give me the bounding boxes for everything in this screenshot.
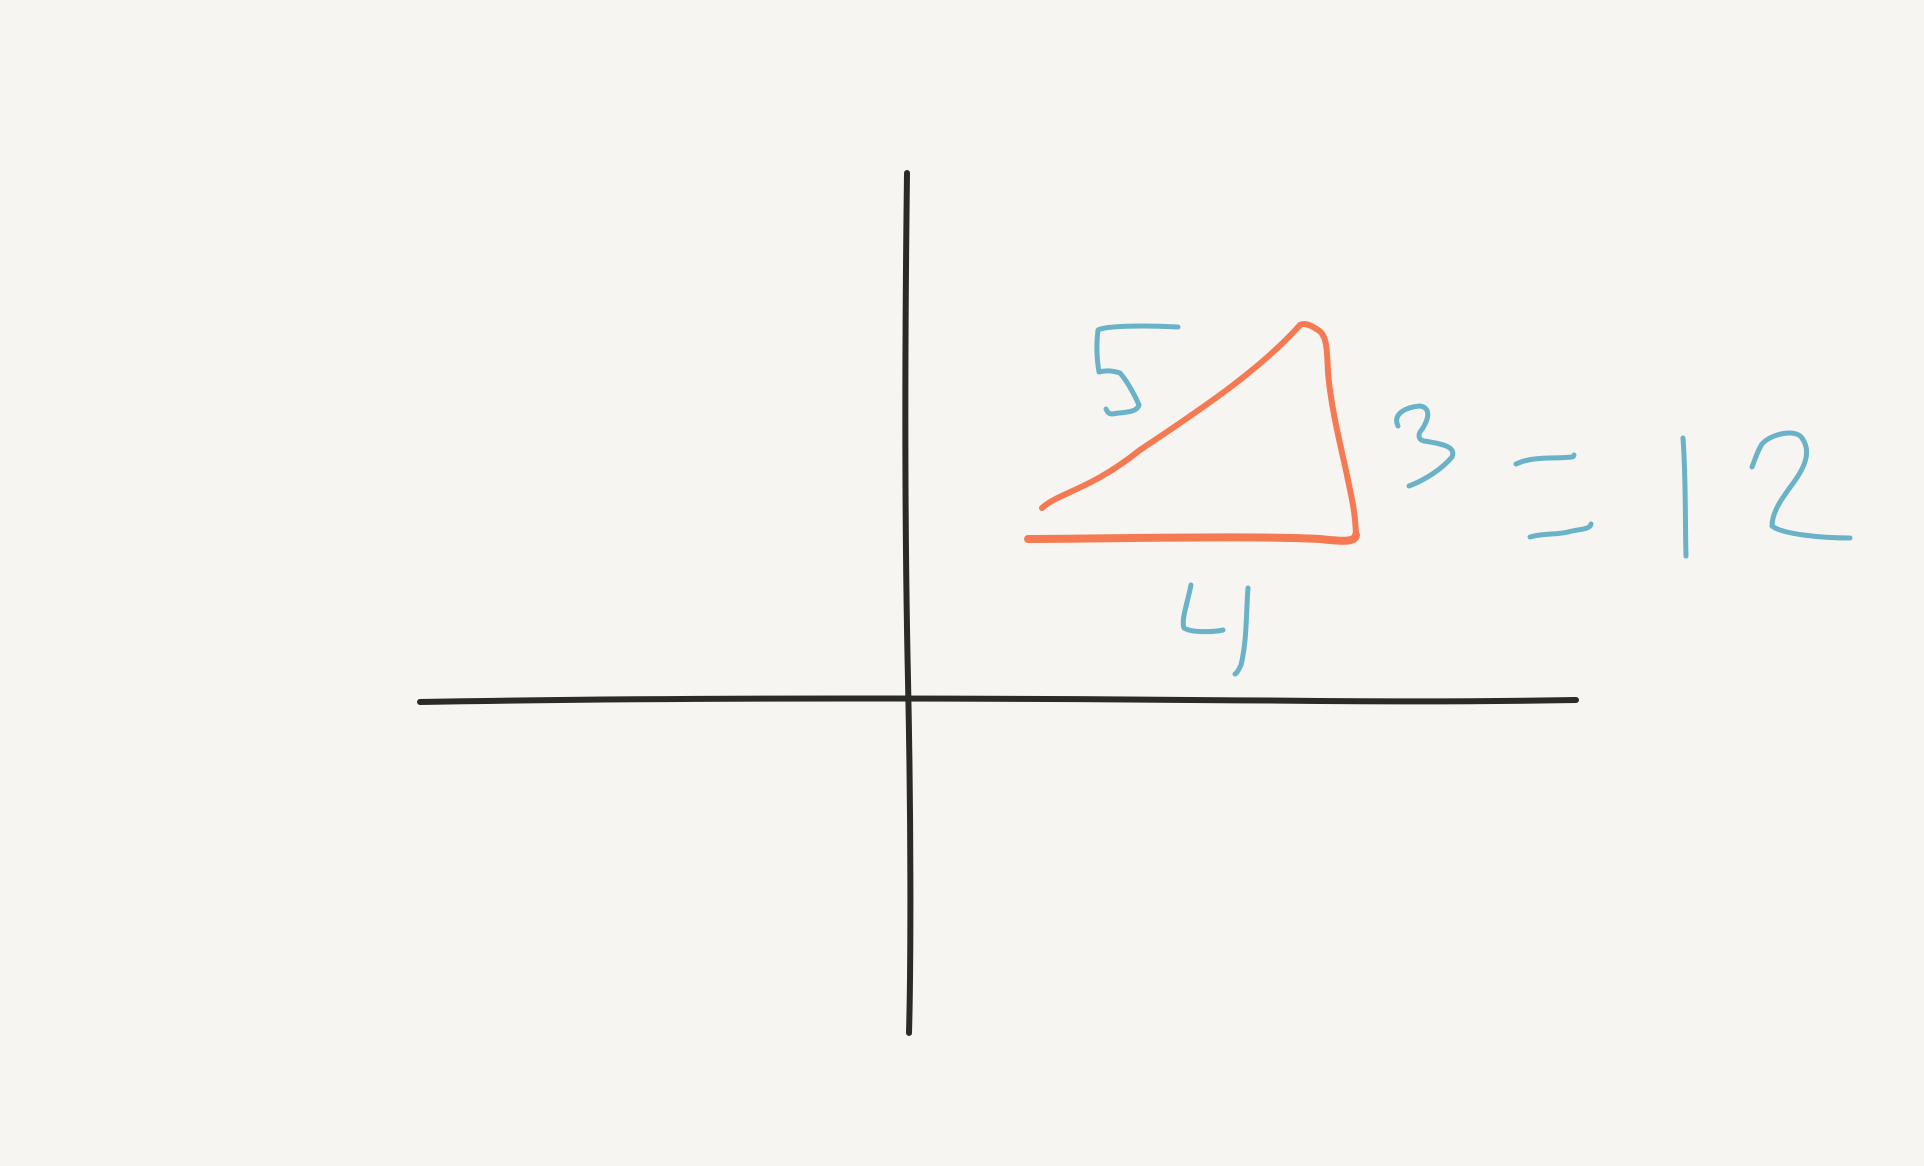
digit-2 [1749, 430, 1853, 541]
digit-3 [1394, 403, 1456, 489]
digit-4-stroke-2 [1232, 585, 1251, 677]
triangle-vertical-side [1297, 320, 1359, 538]
triangle-labels: 5 3 4 [1094, 323, 1456, 677]
equation: = 12 [1513, 430, 1853, 559]
triangle-hypotenuse [1039, 322, 1303, 511]
digit-4-stroke-1 [1180, 582, 1226, 635]
equation-result: 12 [1680, 430, 1853, 559]
equals-sign: = [1513, 452, 1594, 540]
hypotenuse-label: 5 [1094, 323, 1181, 417]
y-axis [902, 170, 914, 1036]
triangle-base [1024, 531, 1360, 545]
x-axis [417, 695, 1579, 705]
right-triangle [1024, 320, 1360, 545]
vertical-side-label: 3 [1394, 403, 1456, 489]
coordinate-axes [417, 170, 1579, 1036]
base-label: 4 [1180, 582, 1251, 677]
digit-1 [1680, 435, 1689, 559]
equals-top-stroke [1513, 452, 1577, 467]
digit-5 [1094, 323, 1181, 417]
equals-bottom-stroke [1527, 521, 1594, 540]
